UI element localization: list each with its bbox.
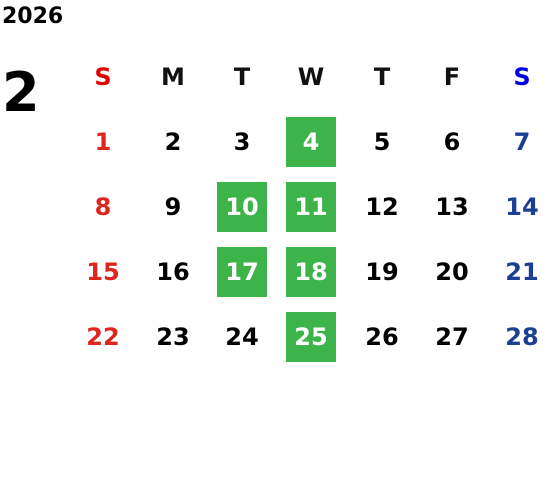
day-cell[interactable]: 4 (286, 117, 336, 167)
day-cell[interactable]: 3 (233, 128, 251, 156)
day-cell[interactable]: 19 (365, 258, 399, 286)
day-cell[interactable]: 11 (286, 182, 336, 232)
weekday-header: S M T W T F S (68, 52, 548, 117)
day-cell[interactable]: 10 (217, 182, 267, 232)
day-cell[interactable]: 2 (164, 128, 182, 156)
day-cell[interactable]: 1 (94, 128, 112, 156)
day-cell[interactable]: 12 (365, 193, 399, 221)
day-cell[interactable]: 20 (435, 258, 469, 286)
day-cell[interactable]: 23 (156, 323, 190, 351)
week-row: 8 9 10 11 12 13 14 (68, 182, 548, 247)
year-label: 2026 (2, 4, 64, 29)
day-cell[interactable]: 14 (505, 193, 539, 221)
day-cell[interactable]: 18 (286, 247, 336, 297)
weekday-monday: M (161, 63, 185, 91)
day-cell[interactable]: 5 (373, 128, 391, 156)
weekday-saturday: S (513, 63, 531, 91)
day-cell[interactable]: 17 (217, 247, 267, 297)
day-cell[interactable]: 7 (513, 128, 531, 156)
week-row: 15 16 17 18 19 20 21 (68, 247, 548, 312)
weekday-wednesday: W (297, 63, 325, 91)
weekday-thursday: T (373, 63, 391, 91)
day-cell[interactable]: 9 (164, 193, 182, 221)
weekday-tuesday: T (233, 63, 251, 91)
week-row: 1 2 3 4 5 6 7 (68, 117, 548, 182)
day-cell[interactable]: 28 (505, 323, 539, 351)
day-cell[interactable]: 27 (435, 323, 469, 351)
day-cell[interactable]: 8 (94, 193, 112, 221)
day-cell[interactable]: 22 (86, 323, 120, 351)
day-cell[interactable]: 13 (435, 193, 469, 221)
weekday-sunday: S (94, 63, 112, 91)
weekday-friday: F (443, 63, 461, 91)
day-cell[interactable]: 25 (286, 312, 336, 362)
day-cell[interactable]: 16 (156, 258, 190, 286)
calendar-grid: S M T W T F S 1 2 3 4 5 6 7 8 9 10 11 12… (68, 52, 548, 377)
day-cell[interactable]: 21 (505, 258, 539, 286)
day-cell[interactable]: 24 (225, 323, 259, 351)
day-cell[interactable]: 6 (443, 128, 461, 156)
day-cell[interactable]: 15 (86, 258, 120, 286)
day-cell[interactable]: 26 (365, 323, 399, 351)
week-row: 22 23 24 25 26 27 28 (68, 312, 548, 377)
month-label: 2 (2, 61, 40, 124)
